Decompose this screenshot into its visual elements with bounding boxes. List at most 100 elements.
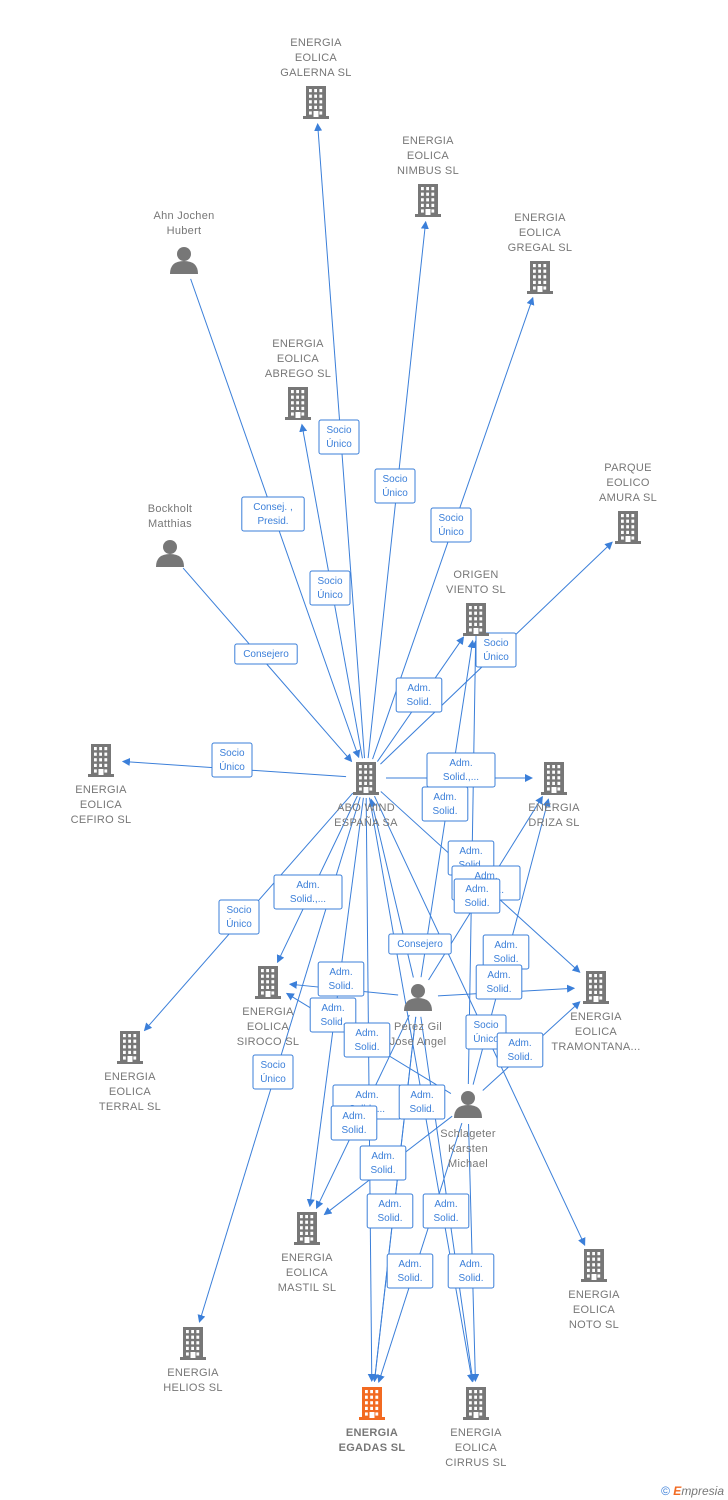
building-window: [369, 787, 373, 791]
building-icon: [415, 184, 441, 217]
edge-label-33[interactable]: Adm.Solid.: [447, 1253, 495, 1289]
building-window: [370, 1406, 373, 1410]
building-window: [538, 275, 541, 279]
edge-label-box: [330, 1105, 378, 1141]
node-label: Jose Angel: [390, 1036, 447, 1048]
edge-label-31[interactable]: Adm.Solid.: [422, 1193, 470, 1229]
building-window: [375, 1390, 379, 1394]
edge-label-10[interactable]: Adm.Solid.: [421, 786, 469, 822]
building-window: [301, 401, 305, 405]
edge-label-18[interactable]: Adm.Solid.: [317, 961, 365, 997]
edge-label-text: Adm.: [410, 1090, 433, 1101]
building-window: [186, 1341, 189, 1345]
building-window: [431, 192, 435, 196]
building-window: [133, 1045, 137, 1049]
edge-label-32[interactable]: Adm.Solid.: [386, 1253, 434, 1289]
building-window: [359, 781, 362, 785]
building-base: [88, 774, 114, 777]
edge-label-7[interactable]: Adm.Solid.: [395, 677, 443, 713]
edge-label-5[interactable]: Consejero: [234, 643, 298, 665]
building-window: [104, 747, 108, 751]
edge-label-text: Solid.: [320, 1017, 345, 1028]
edge-label-text: Solid.: [341, 1125, 366, 1136]
edge-label-16[interactable]: Consejero: [388, 933, 452, 955]
node-label: ENERGIA: [281, 1252, 333, 1264]
edge-label-box: [366, 1193, 414, 1229]
building-window: [365, 1395, 368, 1399]
edge-label-box: [388, 933, 452, 955]
node-label: ENERGIA: [568, 1289, 620, 1301]
building-window: [365, 1390, 368, 1394]
building-window: [631, 536, 635, 540]
edge-label-text: Adm.: [459, 846, 482, 857]
building-window: [123, 1039, 126, 1043]
edge-label-30[interactable]: Adm.Solid.: [366, 1193, 414, 1229]
node-label: PARQUE: [604, 462, 651, 474]
building-window: [261, 991, 264, 995]
building-window: [533, 280, 536, 284]
building-window: [474, 611, 477, 615]
edge-label-box: [234, 643, 298, 665]
building-door: [313, 111, 319, 117]
building-window: [104, 763, 108, 767]
edge-label-28[interactable]: Adm.Solid.: [359, 1145, 407, 1181]
building-window: [319, 100, 323, 104]
building-window: [469, 1412, 472, 1416]
building-window: [594, 979, 597, 983]
building-window: [479, 611, 483, 615]
building-window: [314, 89, 317, 93]
edge-label-9[interactable]: Adm.Solid.,...: [426, 752, 496, 788]
building-window: [296, 401, 299, 405]
building-door: [591, 1274, 597, 1280]
node-label: ENERGIA: [450, 1427, 502, 1439]
edge-label-17[interactable]: Adm.Solid.: [482, 934, 530, 970]
edge-label-27[interactable]: Adm.Solid.: [330, 1105, 378, 1141]
edge-label-15[interactable]: Adm.Solid.: [453, 878, 501, 914]
edge-label-12[interactable]: Adm.Solid.,...: [273, 874, 343, 910]
building-base: [180, 1357, 206, 1360]
edge-label-19[interactable]: Adm.Solid.: [475, 964, 523, 1000]
edge-label-24[interactable]: Adm.Solid.: [496, 1032, 544, 1068]
node-tramontana[interactable]: ENERGIAEOLICATRAMONTANA...: [551, 971, 640, 1053]
building-window: [599, 996, 603, 1000]
building-icon: [353, 762, 379, 795]
person-icon: [404, 984, 432, 1011]
edge-label-3[interactable]: Consej. ,Presid.: [241, 496, 305, 532]
building-icon: [180, 1327, 206, 1360]
building-window: [533, 275, 536, 279]
building-window: [359, 776, 362, 780]
brand-logo[interactable]: Empresia: [673, 1484, 724, 1498]
edge-label-26[interactable]: Adm.Solid.: [398, 1084, 446, 1120]
building-window: [128, 1034, 131, 1038]
edge-label-21[interactable]: Adm.Solid.: [343, 1022, 391, 1058]
